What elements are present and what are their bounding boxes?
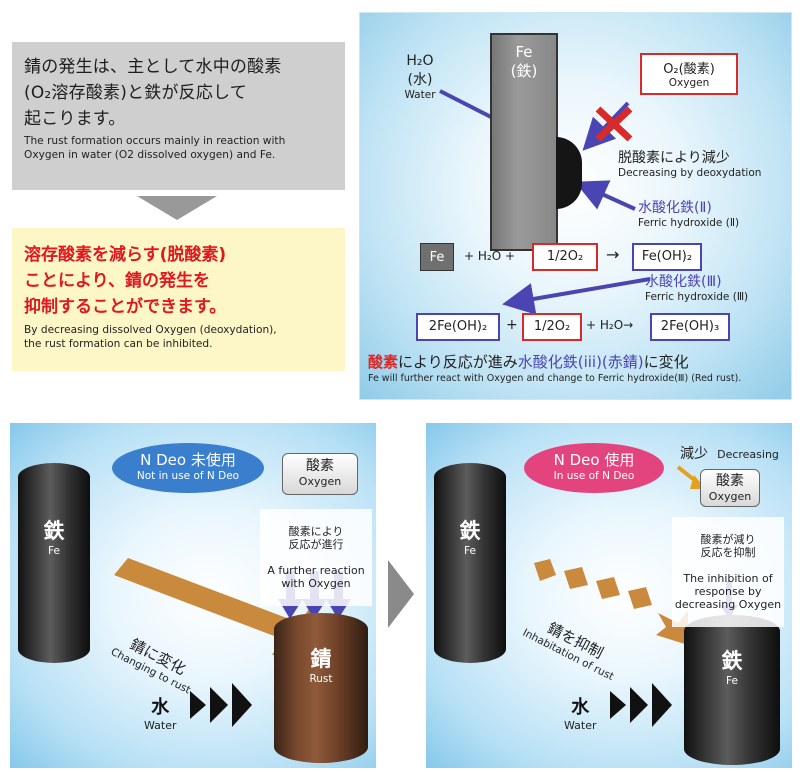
water-chevrons-icon [610, 683, 672, 727]
eq1-product: Fe(OH)₂ [632, 243, 702, 271]
conclusion-box: 溶存酸素を減らす(脱酸素) ことにより、錆の発生を 抑制することができます。 B… [12, 228, 345, 371]
panel-without-ndeo: 鉄 Fe 錆 Rust N Deo 未使用 Not in use of N De… [10, 423, 376, 768]
eq1-half-o2: 1/2O₂ [532, 243, 598, 271]
eq2-half-o2: 1/2O₂ [522, 313, 582, 341]
oxygen-box: O₂(酸素) Oxygen [640, 53, 738, 95]
summary-en: Fe will further react with Oxygen and ch… [368, 373, 742, 384]
ferric2-arrow [574, 180, 636, 211]
eq1-fe: Fe [420, 243, 454, 271]
intro-jp: 錆の発生は、主として水中の酸素 (O₂溶存酸素)と鉄が反応して 起こります。 [24, 57, 282, 129]
deoxy-label: 脱酸素により減少 Decreasing by deoxydation [618, 150, 762, 179]
intro-box: 錆の発生は、主として水中の酸素 (O₂溶存酸素)と鉄が反応して 起こります。 T… [12, 42, 345, 190]
dashed-rust-arrow [534, 559, 688, 645]
rust-pipe: 錆 Rust [274, 613, 368, 763]
badge-in-use: N Deo 使用 In use of N Deo [524, 443, 664, 493]
right-arrows [534, 465, 738, 727]
eq2-plus1: + [506, 317, 518, 333]
conclusion-jp: 溶存酸素を減らす(脱酸素) ことにより、錆の発生を 抑制することができます。 [24, 245, 227, 317]
conclusion-en: By decreasing dissolved Oxygen (deoxydat… [24, 324, 277, 350]
water-chevrons-icon [190, 683, 252, 727]
inhibition-note: 酸素が減り 反応を抑制 The inhibition of response b… [672, 517, 784, 627]
ferric3-arrow [502, 277, 651, 315]
eq2-product: 2Fe(OH)₃ [650, 313, 730, 341]
decreasing-label: 減少 Decreasing [680, 446, 779, 462]
iron-pipe-top: 鉄 Fe [434, 463, 506, 663]
fe-bar: Fe (鉄) [490, 33, 558, 251]
water-label: 水 Water [564, 697, 597, 732]
reaction-diagram: H₂O (水) Water Fe (鉄) O₂(酸素) Oxygen 脱酸素によ… [359, 12, 792, 400]
eq2-reactant: 2Fe(OH)₂ [416, 313, 500, 341]
next-arrow-icon [388, 560, 414, 628]
eq1-plus: + H₂O + [464, 249, 516, 263]
oxygen-box: 酸素 Oxygen [700, 469, 760, 507]
panel-with-ndeo: 鉄 Fe 鉄 Fe N Deo 使用 In use of N Deo 減少 De… [426, 423, 792, 768]
badge-not-in-use: N Deo 未使用 Not in use of N Deo [112, 443, 264, 493]
iron-pipe-bottom: 鉄 Fe [684, 615, 780, 765]
down-arrow-icon [137, 196, 217, 220]
oxygen-arrow [582, 101, 630, 151]
blocked-x-icon [595, 106, 633, 142]
intro-en: The rust formation occurs mainly in reac… [24, 135, 286, 161]
oxygen-box: 酸素 Oxygen [282, 453, 358, 495]
reaction-note: 酸素により 反応が進行 A further reaction with Oxyg… [260, 509, 372, 606]
iron-pipe: 鉄 Fe [18, 463, 90, 663]
rust-blob [556, 137, 582, 209]
ferric3-label: 水酸化鉄(Ⅲ) Ferric hydroxide (Ⅲ) [645, 274, 749, 303]
eq2-plus2: + H₂O→ [586, 318, 634, 332]
h2o-label: H₂O (水) Water [404, 53, 436, 101]
water-label: 水 Water [144, 697, 177, 732]
eq1-arrow: → [606, 245, 620, 264]
summary-jp: 酸素により反応が進み水酸化鉄(iii)(赤錆)に変化 [368, 353, 689, 371]
ferric2-label: 水酸化鉄(Ⅱ) Ferric hydroxide (Ⅱ) [638, 200, 740, 229]
